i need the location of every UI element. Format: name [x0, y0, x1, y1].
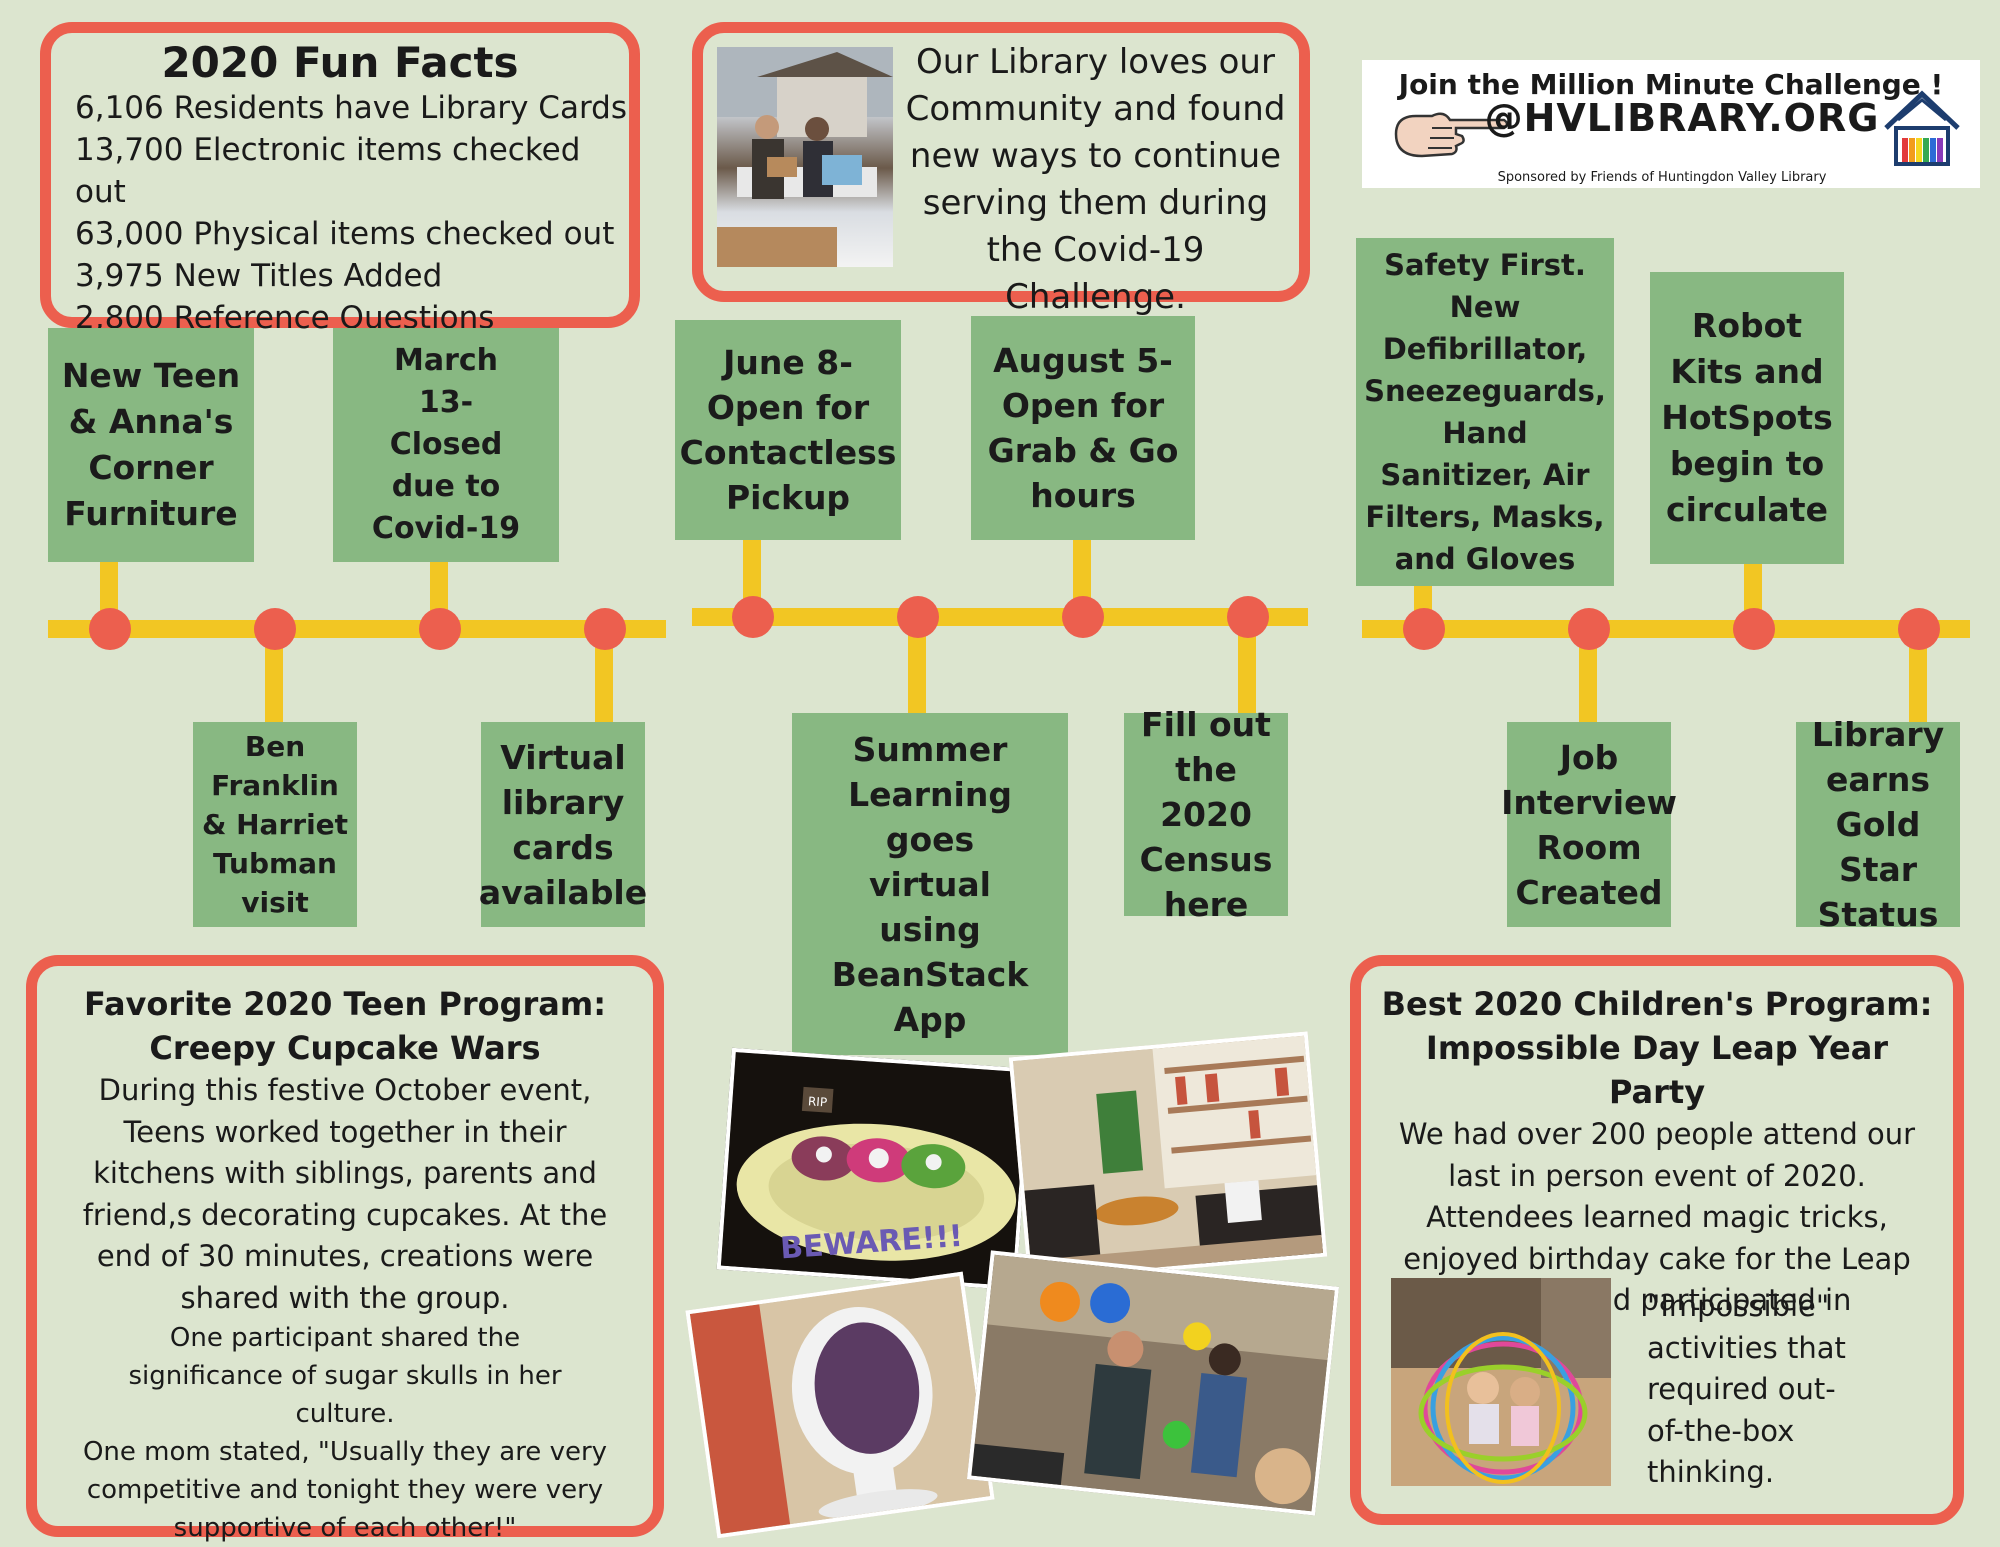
- teen-program-subtitle: Creepy Cupcake Wars: [149, 1029, 541, 1067]
- timeline-dot: [1062, 596, 1104, 638]
- connector: [1909, 630, 1927, 726]
- fun-fact-item: 13,700 Electronic items checked out: [75, 132, 581, 210]
- event-gold-star: Library earns Gold Star Status: [1796, 715, 1960, 934]
- fun-fact-item: 63,000 Physical items checked out: [75, 216, 615, 252]
- timeline-dot: [1733, 608, 1775, 650]
- connector: [908, 618, 926, 718]
- timeline-1-line: [48, 620, 666, 638]
- timeline-dot: [254, 608, 296, 650]
- fun-fact-item: 3,975 New Titles Added: [75, 258, 443, 294]
- children-program-panel: Best 2020 Children's Program: Impossible…: [1350, 955, 1964, 1525]
- timeline-dot: [584, 608, 626, 650]
- challenge-banner: Join the Million Minute Challenge ! @HVL…: [1362, 60, 1980, 188]
- event-grab-and-go: August 5- Open for Grab & Go hours: [971, 316, 1195, 540]
- connector: [595, 630, 613, 726]
- timeline-3-line: [1362, 620, 1970, 638]
- event-summer-learning: Summer Learning goes virtual using BeanS…: [792, 713, 1068, 1055]
- teen-program-panel: Favorite 2020 Teen Program: Creepy Cupca…: [26, 955, 664, 1543]
- timeline-dot: [1568, 608, 1610, 650]
- timeline-dot: [732, 596, 774, 638]
- connector: [1238, 618, 1256, 718]
- cupcake-photo: BEWARE!!! RIP: [716, 1047, 1032, 1291]
- event-teen-furniture: New Teen & Anna's Corner Furniture: [48, 328, 254, 562]
- teen-program-title: Favorite 2020 Teen Program:: [83, 985, 607, 1023]
- children-program-side-text: "Impossible" activities that required ou…: [1647, 1289, 1846, 1489]
- teen-program-body: During this festive October event, Teens…: [82, 1073, 608, 1315]
- teen-program-note: One participant shared the significance …: [128, 1323, 562, 1429]
- magic-party-photo: [966, 1250, 1340, 1516]
- timeline-2-line: [692, 608, 1308, 626]
- library-house-icon: [1882, 88, 1962, 172]
- event-census[interactable]: Fill out the 2020 Census here: [1124, 705, 1288, 924]
- fun-facts-panel: 2020 Fun Facts 6,106 Residents have Libr…: [40, 22, 640, 378]
- challenge-url[interactable]: @HVLIBRARY.ORG: [1484, 96, 1880, 140]
- children-program-subtitle: Impossible Day Leap Year Party: [1425, 1029, 1889, 1111]
- fun-fact-item: 6,106 Residents have Library Cards: [75, 90, 627, 126]
- community-panel: Our Library loves our Community and foun…: [692, 22, 1310, 317]
- event-job-interview-room: Job Interview Room Created: [1501, 722, 1677, 927]
- teen-program-quote: One mom stated, "Usually they are very c…: [82, 1437, 608, 1543]
- connector: [1579, 630, 1597, 726]
- timeline-dot: [1898, 608, 1940, 650]
- rip-tag: RIP: [808, 1094, 828, 1109]
- event-closed-covid: March 13- Closed due to Covid-19: [333, 328, 559, 562]
- timeline-dot: [1227, 596, 1269, 638]
- timeline-dot: [89, 608, 131, 650]
- timeline-dot: [897, 596, 939, 638]
- event-franklin-tubman: Ben Franklin & Harriet Tubman visit: [193, 722, 357, 927]
- challenge-headline: Join the Million Minute Challenge !: [1398, 68, 1944, 101]
- event-robot-kits: Robot Kits and HotSpots begin to circula…: [1650, 272, 1844, 564]
- sponsor-text: Sponsored by Friends of Huntingdon Valle…: [1497, 170, 1827, 185]
- hula-hoop-photo: [1391, 1278, 1611, 1486]
- event-safety-first: Safety First. New Defibrillator, Sneezeg…: [1356, 238, 1614, 586]
- connector: [265, 630, 283, 726]
- children-program-title: Best 2020 Children's Program:: [1381, 985, 1933, 1023]
- event-virtual-cards: Virtual library cards available: [479, 722, 647, 927]
- connector: [1073, 535, 1091, 615]
- egg-chair-photo: [685, 1271, 995, 1539]
- library-lounge-photo: [1008, 1031, 1328, 1283]
- timeline-dot: [419, 608, 461, 650]
- event-contactless-pickup: June 8- Open for Contactless Pickup: [675, 320, 901, 540]
- connector: [743, 535, 761, 615]
- timeline-dot: [1403, 608, 1445, 650]
- fun-facts-title: 2020 Fun Facts: [161, 38, 519, 87]
- pointing-hand-icon: [1392, 106, 1512, 166]
- curbside-pickup-photo: [717, 47, 893, 267]
- community-text: Our Library loves our Community and foun…: [905, 42, 1286, 317]
